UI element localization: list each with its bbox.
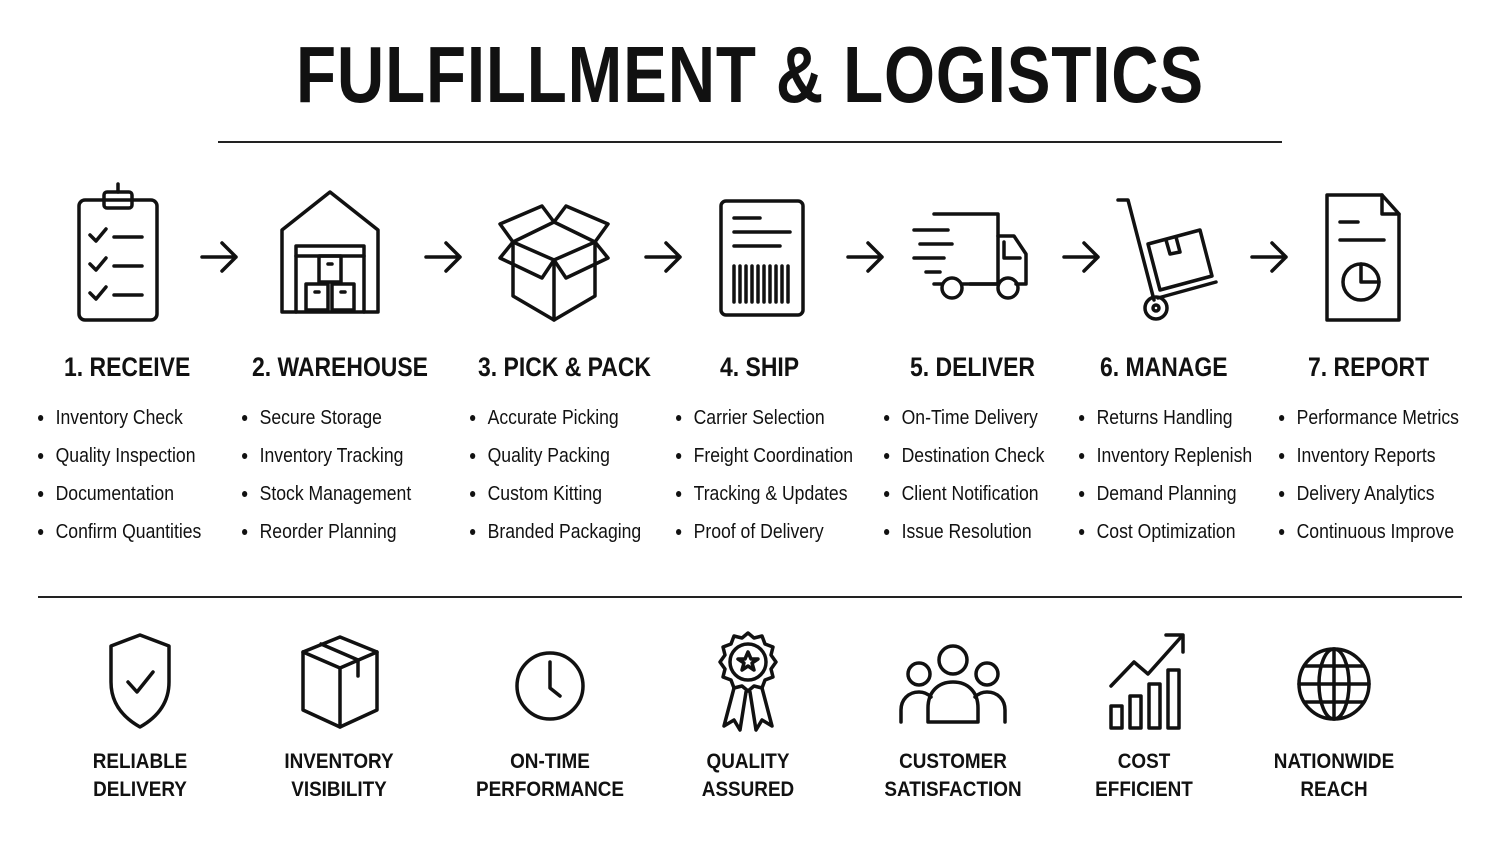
box-icon [301, 635, 379, 729]
list-item: Demand Planning [1079, 480, 1252, 518]
step-title-ship: 4. SHIP [720, 352, 800, 382]
list-item: Accurate Picking [470, 404, 641, 442]
arrow-right-icon [1062, 241, 1100, 273]
page-title: FULFILLMENT & LOGISTICS [295, 30, 1205, 119]
list-item: Inventory Reports [1279, 442, 1459, 480]
section-divider [38, 596, 1462, 598]
list-item: Branded Packaging [470, 518, 641, 556]
award-badge-icon [718, 631, 778, 732]
benefit-label-line: RELIABLE [92, 750, 188, 773]
clipboard-checklist-icon [77, 182, 159, 322]
list-item: Inventory Check [38, 404, 201, 442]
hand-truck-icon [1116, 198, 1218, 321]
benefit-label-cost-efficient: COST EFFICIENT [1054, 748, 1234, 804]
globe-icon [1297, 647, 1371, 721]
benefit-label-line: PERFORMANCE [475, 778, 625, 801]
list-item: Returns Handling [1079, 404, 1252, 442]
list-item: Continuous Improve [1279, 518, 1459, 556]
benefit-label-quality-assured: QUALITY ASSURED [658, 748, 838, 804]
list-item: Quality Inspection [38, 442, 201, 480]
list-item: Destination Check [884, 442, 1044, 480]
benefit-label-inventory-visibility: INVENTORY VISIBILITY [249, 748, 429, 804]
list-item: Performance Metrics [1279, 404, 1459, 442]
list-item: Tracking & Updates [676, 480, 853, 518]
step-title-deliver: 5. DELIVER [910, 352, 1035, 382]
list-item: Confirm Quantities [38, 518, 201, 556]
step-title-warehouse: 2. WAREHOUSE [252, 352, 428, 382]
benefit-label-line: INVENTORY [284, 750, 394, 773]
benefit-label-line: CUSTOMER [899, 750, 1007, 773]
arrow-right-icon [644, 241, 682, 273]
benefit-label-line: VISIBILITY [291, 778, 387, 801]
list-item: Carrier Selection [676, 404, 853, 442]
benefit-label-line: NATIONWIDE [1273, 750, 1395, 773]
step-list-manage: Returns Handling Inventory Replenish Dem… [1079, 404, 1276, 556]
step-list-warehouse: Secure Storage Inventory Tracking Stock … [242, 404, 434, 556]
benefit-label-line: QUALITY [706, 750, 790, 773]
arrow-right-icon [846, 241, 884, 273]
list-item: Freight Coordination [676, 442, 853, 480]
list-item: Quality Packing [470, 442, 641, 480]
list-item: Client Notification [884, 480, 1044, 518]
shield-check-icon [109, 633, 171, 729]
delivery-truck-icon [912, 212, 1028, 300]
list-item: Stock Management [242, 480, 411, 518]
benefit-label-line: REACH [1300, 778, 1368, 801]
open-box-icon [498, 204, 610, 322]
benefit-label-line: COST [1117, 750, 1171, 773]
arrow-right-icon [200, 241, 238, 273]
step-list-deliver: On-Time Delivery Destination Check Clien… [884, 404, 1066, 556]
list-item: Documentation [38, 480, 201, 518]
benefit-label-reliable-delivery: RELIABLE DELIVERY [50, 748, 230, 804]
step-title-manage: 6. MANAGE [1100, 352, 1228, 382]
report-document-icon [1325, 193, 1401, 322]
warehouse-icon [280, 190, 380, 314]
benefit-label-on-time-performance: ON-TIME PERFORMANCE [460, 748, 640, 804]
step-list-receive: Inventory Check Quality Inspection Docum… [38, 404, 224, 556]
arrow-right-icon [424, 241, 462, 273]
list-item: Delivery Analytics [1279, 480, 1459, 518]
growth-chart-icon [1109, 633, 1185, 730]
benefit-label-line: ASSURED [701, 778, 795, 801]
step-list-ship: Carrier Selection Freight Coordination T… [676, 404, 877, 556]
list-item: Inventory Replenish [1079, 442, 1252, 480]
benefit-label-line: ON-TIME [510, 750, 590, 773]
benefit-label-line: SATISFACTION [884, 778, 1022, 801]
list-item: Secure Storage [242, 404, 411, 442]
step-title-receive: 1. RECEIVE [64, 352, 191, 382]
step-title-pick-pack: 3. PICK & PACK [478, 352, 652, 382]
title-divider [218, 141, 1282, 143]
list-item: Inventory Tracking [242, 442, 411, 480]
list-item: Cost Optimization [1079, 518, 1252, 556]
step-list-pick-pack: Accurate Picking Quality Packing Custom … [470, 404, 665, 556]
list-item: Proof of Delivery [676, 518, 853, 556]
benefit-label-line: EFFICIENT [1095, 778, 1193, 801]
step-title-report: 7. REPORT [1308, 352, 1430, 382]
benefit-label-line: DELIVERY [93, 778, 187, 801]
benefit-label-customer-satisfaction: CUSTOMER SATISFACTION [863, 748, 1043, 804]
list-item: On-Time Delivery [884, 404, 1044, 442]
list-item: Issue Resolution [884, 518, 1044, 556]
list-item: Reorder Planning [242, 518, 411, 556]
people-group-icon [899, 644, 1007, 724]
list-item: Custom Kitting [470, 480, 641, 518]
shipping-label-icon [719, 199, 805, 317]
benefit-label-nationwide-reach: NATIONWIDE REACH [1244, 748, 1424, 804]
step-list-report: Performance Metrics Inventory Reports De… [1279, 404, 1484, 556]
clock-icon [515, 651, 585, 721]
arrow-right-icon [1250, 241, 1288, 273]
